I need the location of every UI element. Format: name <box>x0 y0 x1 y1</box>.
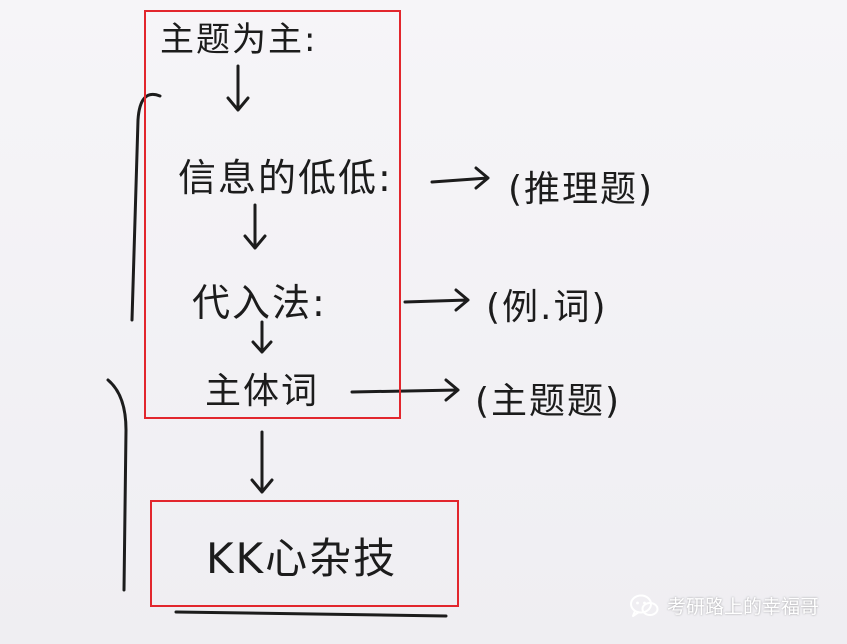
step3-text: 主体词 <box>205 371 320 412</box>
arrow-right-2 <box>403 288 470 312</box>
step1-text: 信息的低低: <box>178 156 393 200</box>
step2-text: 代入法: <box>192 281 327 325</box>
step3-note: (主题题) <box>475 381 622 422</box>
wechat-icon <box>629 594 659 617</box>
step2-note: (例.词) <box>486 287 608 328</box>
highlight-box-steps <box>144 10 401 419</box>
underline-final <box>174 610 448 618</box>
title-text: 主题为主: <box>160 20 318 60</box>
left-bracket-lower <box>106 378 128 592</box>
highlight-box-final <box>150 500 459 607</box>
final-text: KK心杂技 <box>206 534 398 583</box>
arrow-right-1 <box>430 166 490 190</box>
watermark: 考研路上的幸福哥 <box>629 592 819 619</box>
step1-note: (推理题) <box>508 169 655 210</box>
arrow-down-4 <box>250 430 274 494</box>
watermark-text: 考研路上的幸福哥 <box>666 597 819 618</box>
